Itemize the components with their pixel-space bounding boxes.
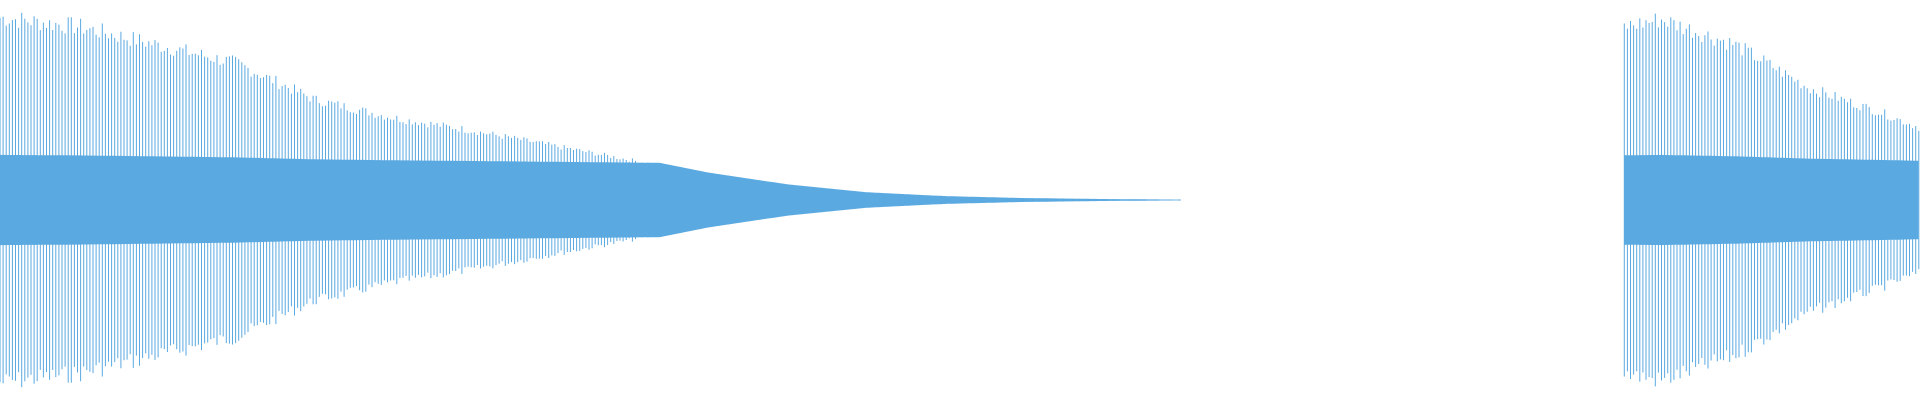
waveform-rms-band <box>0 154 1180 246</box>
waveform-rms-band <box>1624 154 1919 246</box>
waveform-segments <box>0 12 1920 388</box>
waveform-segment-clip-1[interactable] <box>0 12 1180 388</box>
waveform-segment-clip-2[interactable] <box>1623 13 1920 387</box>
